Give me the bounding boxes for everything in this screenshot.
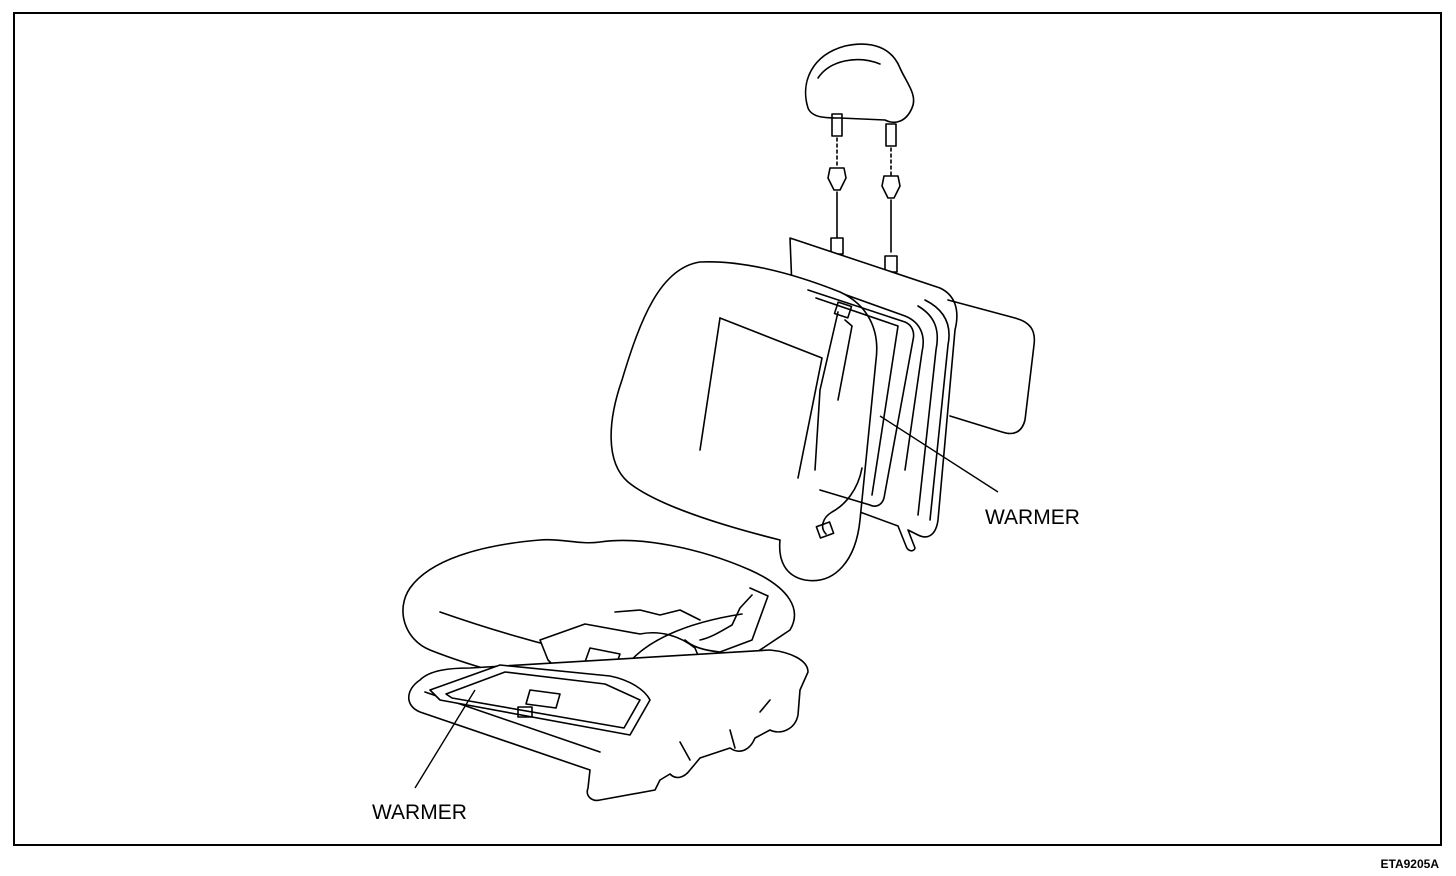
back-warmer-element [807, 289, 915, 539]
seat-warmer-element-lower [429, 664, 651, 736]
seatback-cushion [610, 260, 878, 582]
back-warmer-label: WARMER [985, 506, 1080, 529]
back-warmer-leader [879, 415, 999, 493]
cushion-warmer-leader [414, 689, 476, 789]
headrest [804, 43, 915, 147]
cushion-warmer-label: WARMER [372, 801, 467, 824]
headrest-stays [827, 137, 901, 273]
diagram-border [13, 12, 1442, 846]
figure-code: ETA9205A [1381, 857, 1440, 871]
